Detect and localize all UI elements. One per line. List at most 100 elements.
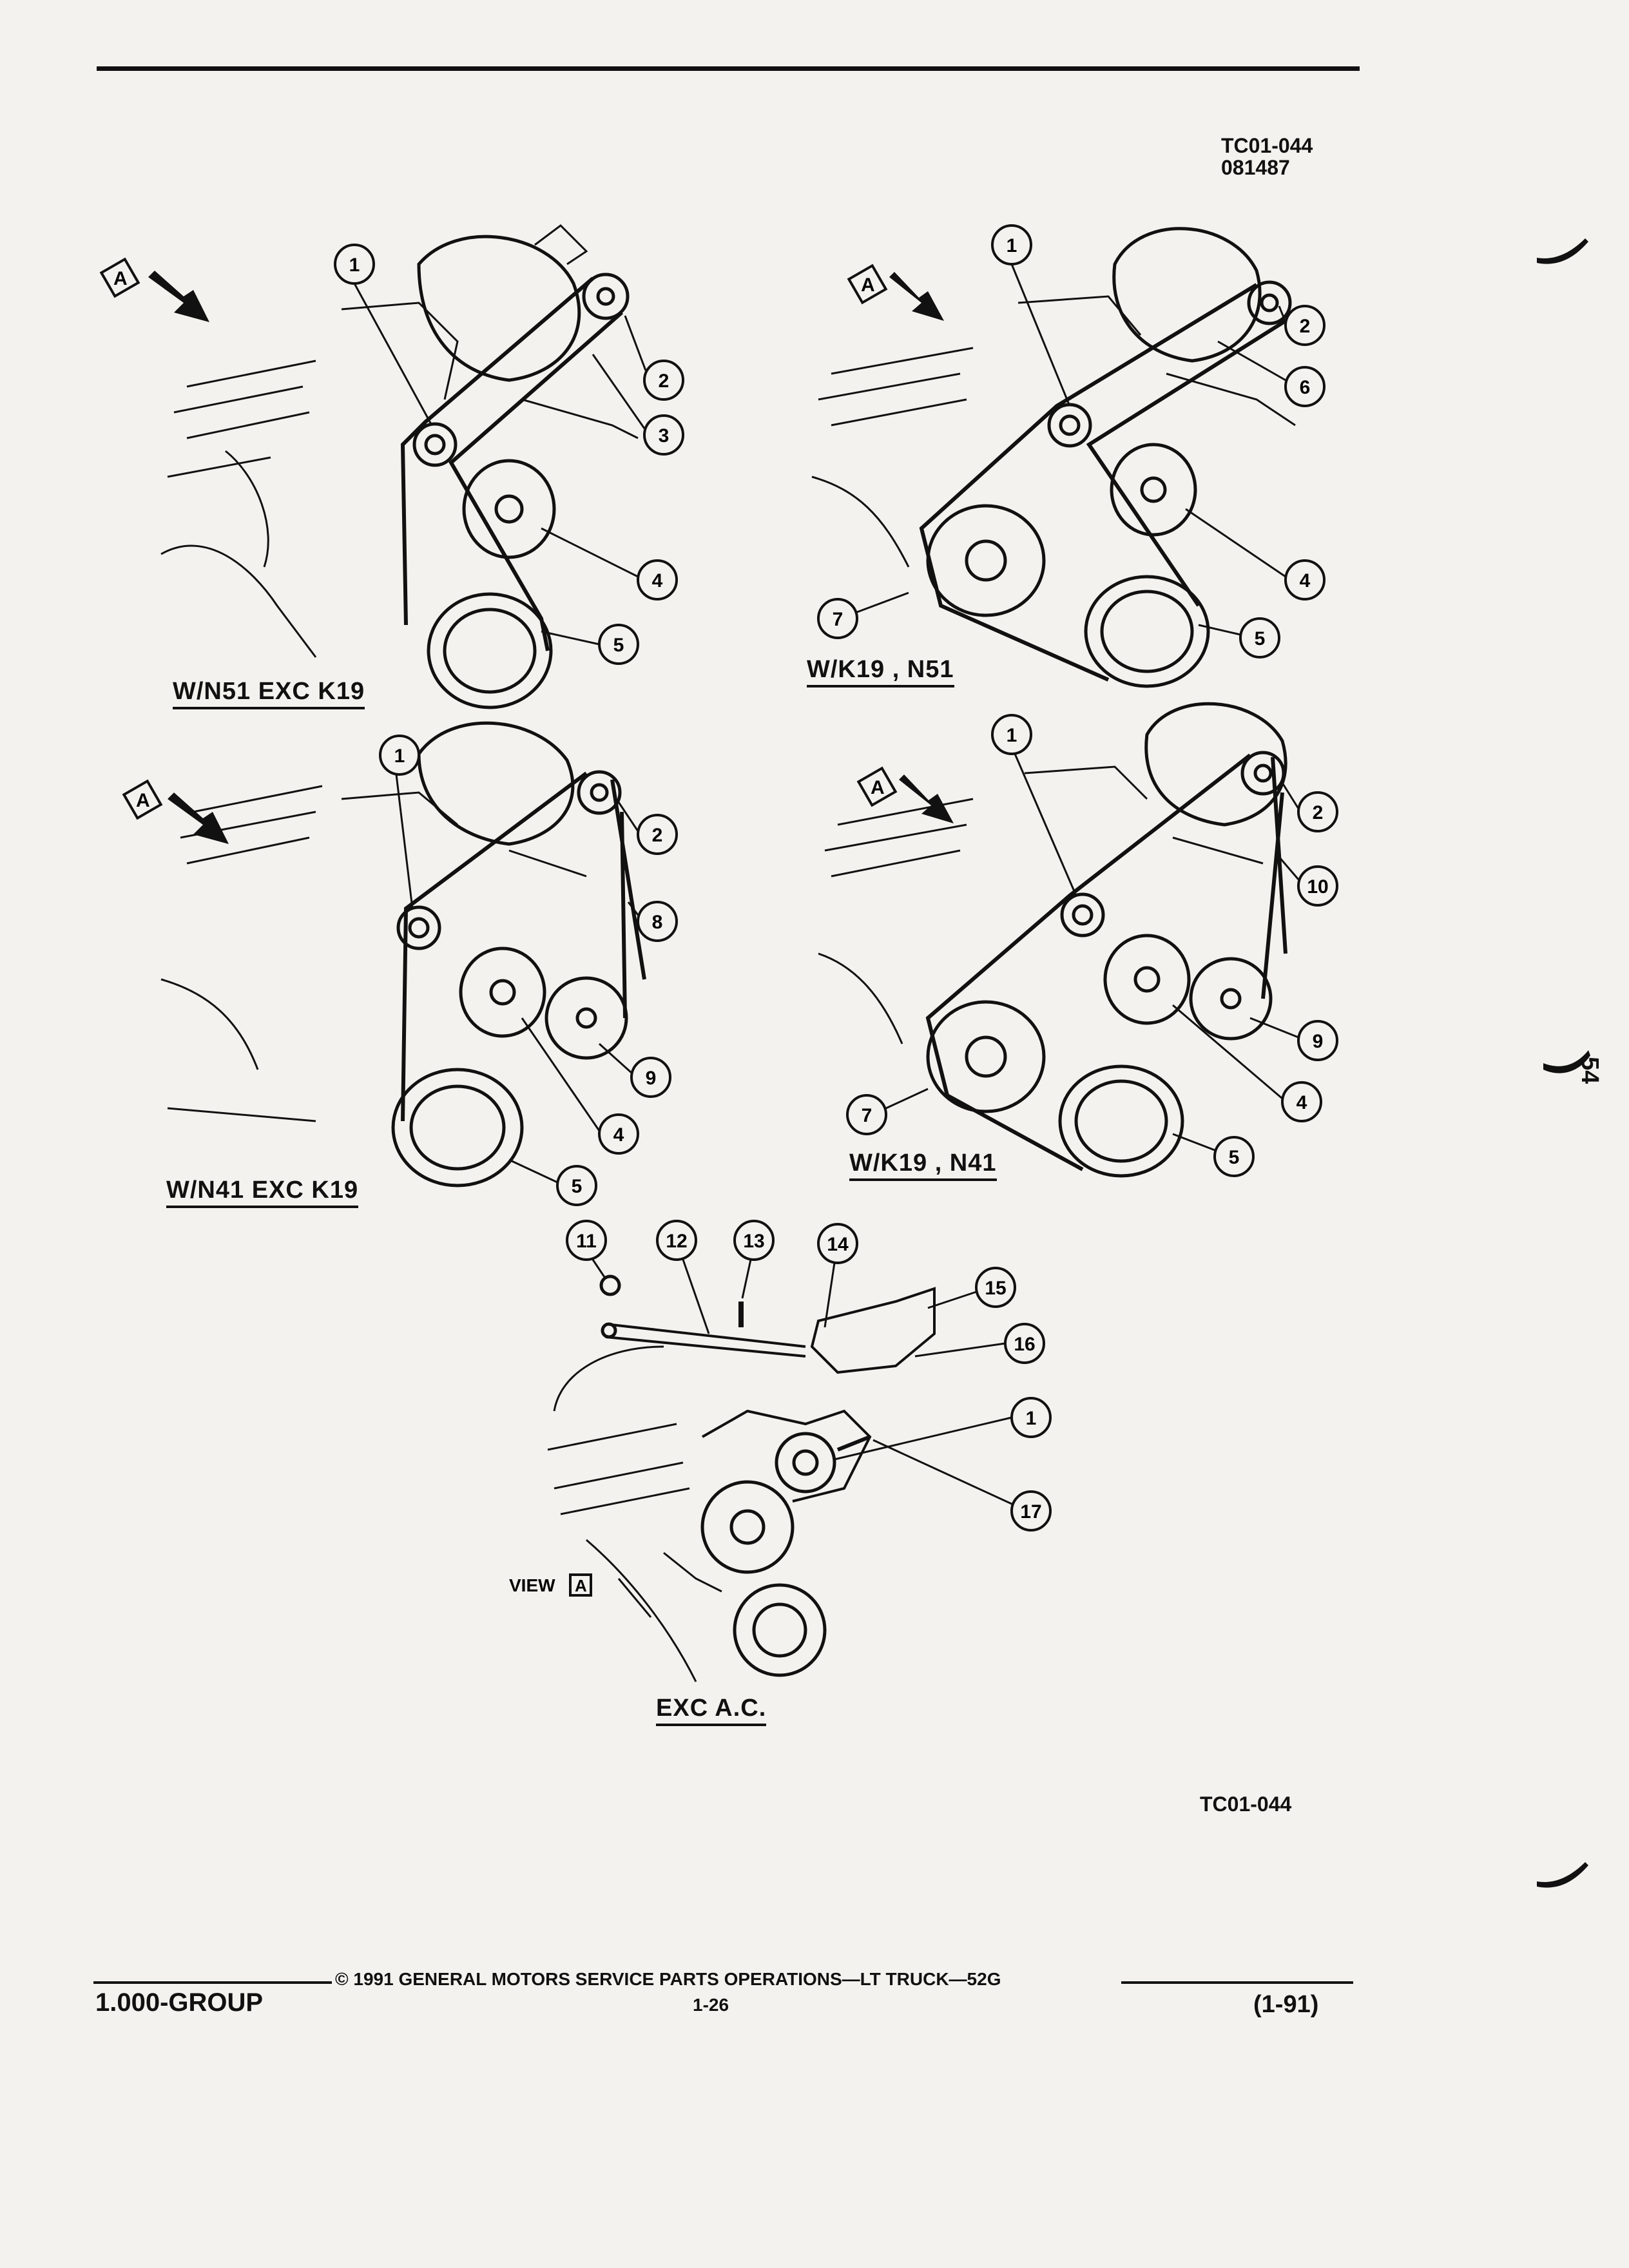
binding-mark-middle — [1543, 1050, 1590, 1073]
footer-page-number: 1-26 — [693, 1995, 729, 2015]
caption-k19-n41: W/K19 , N41 — [849, 1149, 997, 1181]
svg-text:A: A — [861, 274, 875, 296]
footer-copyright: © 1991 GENERAL MOTORS SERVICE PARTS OPER… — [335, 1969, 1001, 1989]
callout-9: 9 — [598, 1043, 671, 1098]
svg-text:1: 1 — [1026, 1408, 1037, 1429]
svg-text:6: 6 — [1300, 377, 1311, 398]
callout-1: 1 — [834, 1397, 1052, 1461]
callout-8: 8 — [627, 901, 678, 942]
svg-text:13: 13 — [743, 1231, 764, 1252]
svg-text:8: 8 — [652, 912, 663, 933]
callout-2: 2 — [617, 802, 678, 855]
binding-mark-top — [1537, 238, 1588, 264]
view-label-marker: A — [575, 1576, 587, 1595]
svg-text:4: 4 — [652, 570, 663, 591]
callout-7: 7 — [817, 591, 909, 639]
callout-13: 13 — [733, 1220, 775, 1299]
svg-text:4: 4 — [1300, 570, 1311, 591]
callout-5: 5 — [1172, 1133, 1255, 1177]
svg-text:5: 5 — [1229, 1147, 1240, 1168]
callout-2: 2 — [624, 315, 684, 401]
callout-7: 7 — [846, 1088, 929, 1135]
belt-diagram-k19-n51: A 1 2 6 4 7 5 — [805, 206, 1385, 696]
belt-diagram-k19-n41-drawing: A 1 2 10 9 4 7 — [818, 702, 1338, 1178]
svg-text:15: 15 — [985, 1278, 1006, 1299]
svg-text:5: 5 — [1255, 628, 1266, 649]
callout-5: 5 — [508, 1158, 597, 1206]
svg-text:1: 1 — [1007, 725, 1017, 746]
callout-14: 14 — [817, 1223, 858, 1328]
top-rule — [97, 66, 1360, 71]
bracket-diagram-exc-ac: VIEW A 11 12 13 14 15 — [509, 1218, 1076, 1707]
bracket-diagram-exc-ac-drawing: VIEW A 11 12 13 14 15 — [509, 1220, 1052, 1682]
footer-rule-right — [1121, 1981, 1353, 1984]
header-date-code: 081487 — [1221, 156, 1290, 179]
belt-diagram-k19-n51-drawing: A 1 2 6 4 7 5 — [811, 224, 1325, 688]
view-marker-letter: A — [113, 268, 128, 289]
view-marker-a: A — [856, 766, 954, 823]
callout-6: 6 — [1217, 340, 1325, 407]
svg-text:17: 17 — [1020, 1501, 1041, 1523]
svg-text:7: 7 — [833, 609, 843, 630]
svg-text:A: A — [871, 777, 885, 798]
footer-rule-left — [93, 1981, 332, 1984]
svg-text:5: 5 — [572, 1176, 583, 1197]
callout-4: 4 — [1185, 508, 1325, 601]
edge-page-mark: 54 — [1576, 1057, 1603, 1084]
svg-text:14: 14 — [827, 1234, 849, 1255]
callout-2: 2 — [1278, 305, 1325, 346]
caption-k19-n51: W/K19 , N51 — [807, 656, 954, 687]
svg-text:1: 1 — [1007, 235, 1017, 256]
belt-diagram-n51-exc-k19-drawing: A 1 2 3 4 5 — [99, 224, 684, 709]
callout-9: 9 — [1249, 1017, 1338, 1061]
svg-text:2: 2 — [652, 825, 663, 846]
view-label-marker-box — [569, 1573, 592, 1597]
view-marker-a: A — [99, 257, 209, 322]
view-marker-a: A — [847, 264, 944, 321]
view-marker-a: A — [122, 779, 229, 844]
belt-diagram-n41-exc-k19: A 1 2 8 9 4 5 — [122, 709, 715, 1206]
svg-text:12: 12 — [666, 1231, 687, 1252]
callout-15: 15 — [927, 1267, 1016, 1309]
callout-11: 11 — [566, 1220, 607, 1280]
callout-4: 4 — [1172, 1004, 1322, 1122]
svg-text:1: 1 — [349, 255, 360, 276]
svg-text:A: A — [136, 790, 150, 811]
svg-text:7: 7 — [862, 1105, 872, 1126]
callout-5: 5 — [1198, 617, 1280, 658]
callout-4: 4 — [541, 527, 678, 601]
callout-2: 2 — [1281, 782, 1338, 832]
callout-16: 16 — [914, 1323, 1045, 1364]
callout-4: 4 — [521, 1017, 639, 1155]
footer-revision: (1-91) — [1253, 1991, 1319, 2018]
header-code: TC01-044 — [1221, 134, 1313, 157]
caption-exc-ac: EXC A.C. — [656, 1695, 767, 1726]
svg-text:3: 3 — [659, 425, 670, 447]
footer-group: 1.000-GROUP — [95, 1988, 264, 2017]
callout-1: 1 — [991, 714, 1077, 896]
callout-1: 1 — [379, 735, 420, 909]
svg-text:1: 1 — [394, 745, 405, 767]
belt-diagram-n51-exc-k19: A 1 2 3 4 5 — [99, 206, 760, 709]
svg-text:2: 2 — [1313, 802, 1324, 823]
callout-3: 3 — [592, 354, 684, 456]
svg-text:9: 9 — [1313, 1031, 1324, 1052]
view-label: VIEW — [509, 1575, 555, 1595]
callout-1: 1 — [334, 244, 433, 426]
svg-text:2: 2 — [659, 370, 670, 392]
svg-text:10: 10 — [1307, 876, 1328, 898]
svg-text:9: 9 — [646, 1068, 657, 1089]
callout-12: 12 — [656, 1220, 710, 1334]
svg-text:4: 4 — [613, 1124, 624, 1146]
svg-text:5: 5 — [613, 635, 624, 656]
caption-n41-exc-k19: W/N41 EXC K19 — [166, 1177, 359, 1208]
svg-text:4: 4 — [1296, 1092, 1307, 1113]
svg-text:2: 2 — [1300, 316, 1311, 337]
footer-figure-code: TC01-044 — [1200, 1792, 1292, 1816]
binding-mark-bottom — [1537, 1862, 1588, 1888]
callout-1: 1 — [991, 224, 1071, 407]
svg-text:16: 16 — [1014, 1334, 1035, 1355]
callout-10: 10 — [1278, 856, 1338, 907]
belt-diagram-k19-n41: A 1 2 10 9 4 7 — [812, 696, 1366, 1186]
svg-text:11: 11 — [576, 1231, 597, 1252]
